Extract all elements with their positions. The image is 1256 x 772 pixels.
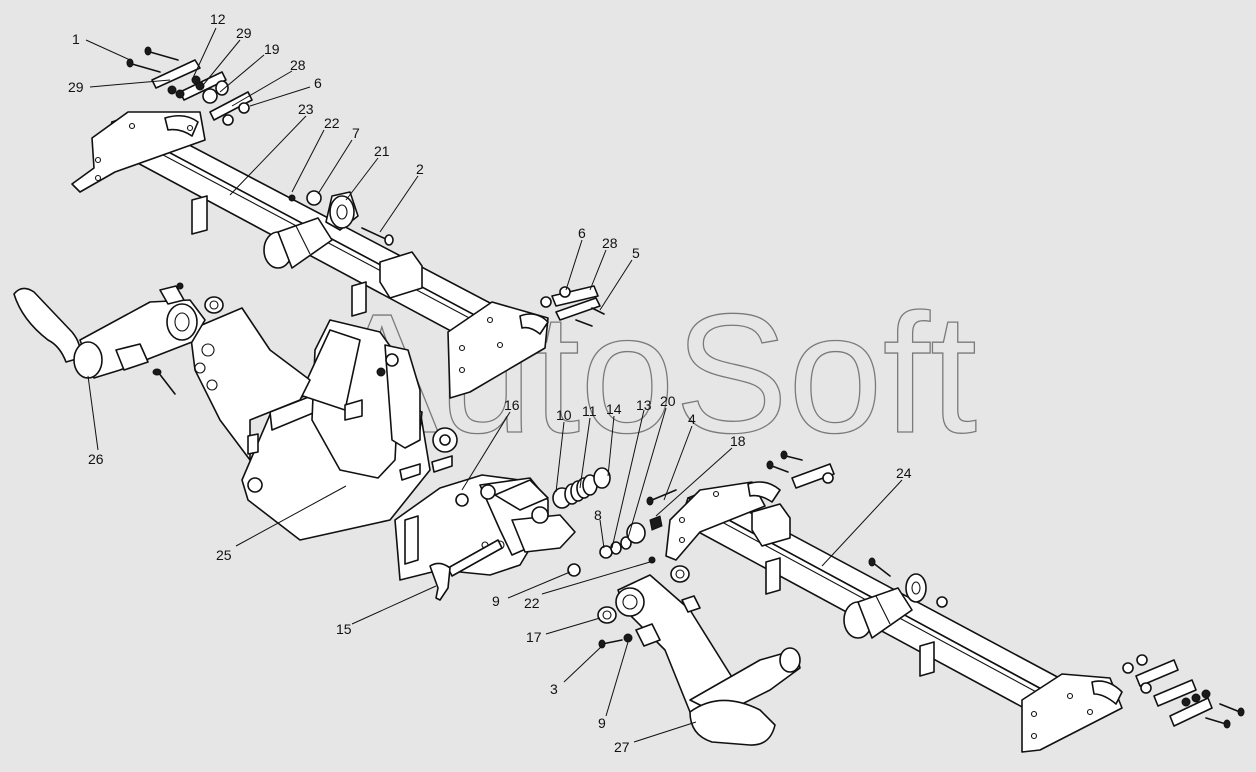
callout-6: 6 bbox=[314, 75, 322, 91]
callout-9: 9 bbox=[598, 715, 606, 731]
callout-28: 28 bbox=[602, 235, 618, 251]
callout-20: 20 bbox=[660, 393, 676, 409]
central-frame-bracket bbox=[189, 307, 458, 541]
callout-28: 28 bbox=[290, 57, 306, 73]
callout-27: 27 bbox=[614, 739, 630, 755]
right-pedal-lever bbox=[597, 565, 801, 746]
hinge-plate bbox=[394, 474, 576, 581]
callout-21: 21 bbox=[374, 143, 390, 159]
misc-fasteners bbox=[376, 367, 677, 649]
callout-22: 22 bbox=[524, 595, 540, 611]
lower-crossbeam bbox=[665, 481, 1123, 753]
callout-16: 16 bbox=[504, 397, 520, 413]
callout-4: 4 bbox=[688, 411, 696, 427]
callout-14: 14 bbox=[606, 401, 622, 417]
callout-7: 7 bbox=[352, 125, 360, 141]
callout-26: 26 bbox=[88, 451, 104, 467]
callout-25: 25 bbox=[216, 547, 232, 563]
callout-23: 23 bbox=[298, 101, 314, 117]
callout-labels: 1 12 29 29 19 28 6 23 22 7 21 2 6 28 5 2… bbox=[68, 11, 912, 755]
callout-10: 10 bbox=[556, 407, 572, 423]
callout-1: 1 bbox=[72, 31, 80, 47]
callout-8: 8 bbox=[594, 507, 602, 523]
callout-29: 29 bbox=[68, 79, 84, 95]
callout-19: 19 bbox=[264, 41, 280, 57]
callout-17: 17 bbox=[526, 629, 542, 645]
spring-and-washers bbox=[552, 467, 663, 559]
hardware-upper-right bbox=[540, 285, 605, 327]
callout-22: 22 bbox=[324, 115, 340, 131]
callout-24: 24 bbox=[896, 465, 912, 481]
leader-lines bbox=[85, 27, 903, 743]
callout-11: 11 bbox=[582, 403, 597, 419]
callout-29: 29 bbox=[236, 25, 252, 41]
left-pedal-lever bbox=[13, 282, 224, 395]
hardware-middle bbox=[288, 190, 394, 246]
callout-15: 15 bbox=[336, 621, 352, 637]
callout-6: 6 bbox=[578, 225, 586, 241]
callout-9: 9 bbox=[492, 593, 500, 609]
callout-18: 18 bbox=[730, 433, 746, 449]
callout-12: 12 bbox=[210, 11, 226, 27]
hardware-lower-right bbox=[766, 450, 1245, 729]
pivot-pin bbox=[429, 539, 503, 601]
callout-5: 5 bbox=[632, 245, 640, 261]
callout-13: 13 bbox=[636, 397, 652, 413]
callout-2: 2 bbox=[416, 161, 424, 177]
upper-crossbeam bbox=[71, 111, 549, 399]
callout-3: 3 bbox=[550, 681, 558, 697]
